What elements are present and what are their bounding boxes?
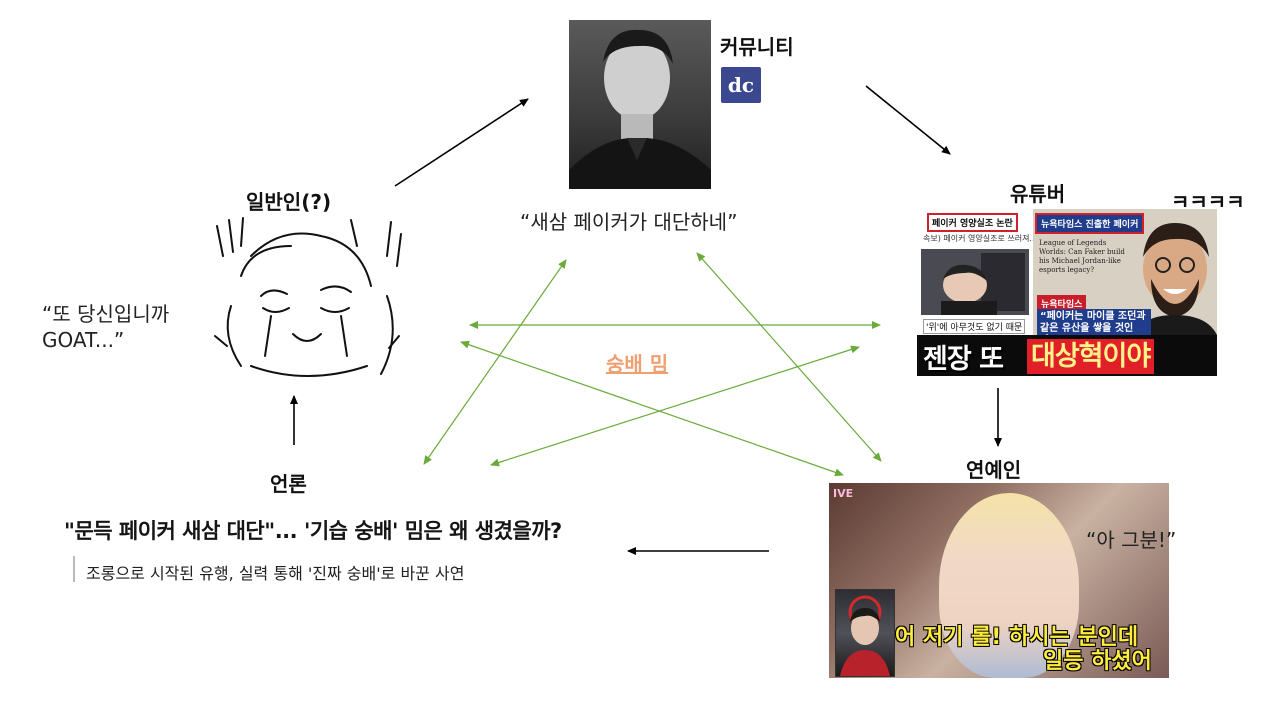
celebrity-title: 연예인: [966, 458, 1022, 482]
community-quote: “새삼 페이커가 대단하네”: [520, 210, 738, 234]
celebrity-photo: IVE 어 저기 롤! 하시는 분인데 일등 하셨어: [829, 483, 1169, 678]
thumb-left-tag: 페이커 영양실조 논란: [927, 213, 1018, 232]
public-quote-line1: “또 당신입니까: [42, 302, 170, 326]
thumb-right-tag: 뉴욕타임스 진출한 페이커: [1035, 213, 1145, 234]
press-subhead-bar: [73, 556, 75, 582]
press-subheadline: 조롱으로 시작된 유행, 실력 통해 '진짜 숭배'로 바꾼 사연: [86, 564, 465, 583]
dc-logo: dc: [721, 67, 761, 103]
thumb-nyt-tag: 뉴욕타임스: [1037, 295, 1087, 312]
community-photo: [569, 20, 711, 189]
thumb-banner-red: 대상혁이야: [1027, 339, 1155, 374]
celebrity-caption-2: 일등 하셨어: [1043, 649, 1152, 674]
public-quote-line2: GOAT...”: [42, 328, 125, 352]
center-meme-label: 숭배 밈: [606, 352, 669, 376]
thumb-left-caption: '위'에 아무것도 없기 때문: [923, 319, 1026, 334]
arrow-public-to-community: [394, 98, 529, 187]
green-arrow-1: [423, 259, 567, 465]
arrow-community-to-youtuber: [865, 85, 951, 155]
thumb-right-panel: 뉴욕타임스 진출한 페이커 League of Legends Worlds: …: [1033, 209, 1217, 349]
show-logo: IVE: [833, 487, 854, 500]
person-portrait-icon: [569, 29, 711, 189]
celebrity-quote: “아 그분!”: [1086, 528, 1177, 552]
thumb-left-sub: 속보) 페이커 영양실조로 쓰러져...: [923, 234, 1038, 243]
thumb-article-title: League of Legends Worlds: Can Faker buil…: [1039, 239, 1125, 274]
inset-portrait-icon: [835, 589, 895, 677]
celebrity-face-icon: [939, 493, 1079, 678]
public-title: 일반인(?): [246, 190, 332, 214]
youtuber-title: 유튜버: [1010, 182, 1066, 206]
sketch-crying-girl: [211, 216, 407, 378]
thumb-banner-white: 젠장 또: [923, 344, 1004, 375]
laughing-man-icon: [1133, 223, 1217, 335]
green-arrow-2: [696, 252, 882, 462]
green-arrow-5: [490, 345, 860, 467]
celebrity-caption-1: 어 저기 롤! 하시는 분인데: [895, 625, 1139, 650]
sleeping-person-icon: [921, 249, 1029, 315]
thumb-left-panel: 페이커 영양실조 논란 속보) 페이커 영양실조로 쓰러져... '위'에 아무…: [917, 209, 1037, 349]
crying-girl-sketch-icon: [214, 217, 402, 377]
press-title: 언론: [270, 472, 307, 496]
youtuber-thumbnail: 페이커 영양실조 논란 속보) 페이커 영양실조로 쓰러져... '위'에 아무…: [917, 209, 1217, 376]
press-headline: "문득 페이커 새삼 대단"... '기습 숭배' 밈은 왜 생겼을까?: [64, 519, 562, 543]
community-title: 커뮤니티: [720, 35, 794, 59]
